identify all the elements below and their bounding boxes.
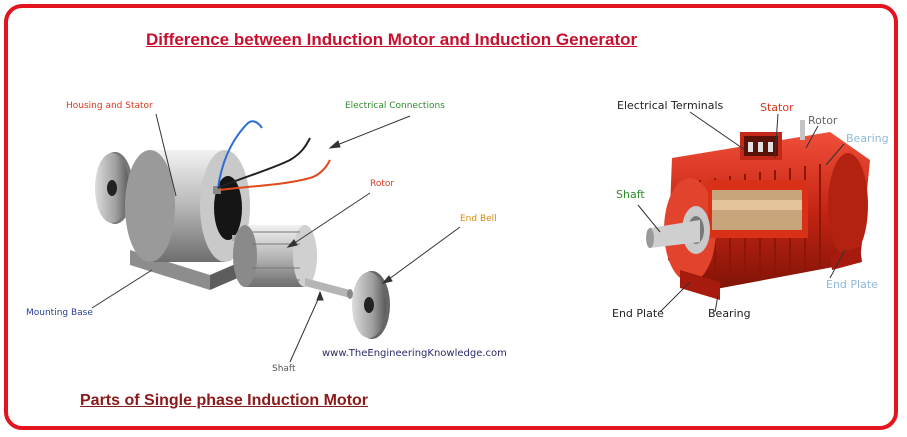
- label-end-plate-right: End Plate: [826, 278, 878, 291]
- page-border: [4, 4, 898, 430]
- label-housing-and-stator: Housing and Stator: [66, 101, 153, 111]
- electrical-connection-wires: [217, 120, 331, 191]
- label-rotor: Rotor: [370, 179, 395, 189]
- left-leader-lines: [91, 113, 461, 363]
- page-title: Difference between Induction Motor and I…: [146, 30, 638, 49]
- right-leader-lines: [637, 111, 846, 313]
- label-bearing-bottom: Bearing: [708, 307, 751, 320]
- label-end-bell: End Bell: [460, 214, 497, 224]
- rotor-part: [232, 225, 317, 287]
- label-bearing-top: Bearing: [846, 132, 889, 145]
- shaft-part: [305, 278, 353, 299]
- housing-and-stator: [125, 150, 250, 262]
- cutaway-motor: [646, 120, 870, 300]
- label-mounting-base: Mounting Base: [26, 308, 93, 318]
- diagram-caption: Parts of Single phase Induction Motor: [80, 392, 369, 409]
- label-stator: Stator: [760, 101, 794, 114]
- right-end-bell: [352, 271, 390, 339]
- label-electrical-terminals: Electrical Terminals: [617, 99, 724, 112]
- website-watermark: www.TheEngineeringKnowledge.com: [322, 348, 507, 359]
- label-electrical-connections: Electrical Connections: [345, 101, 445, 111]
- label-end-plate-bottom: End Plate: [612, 307, 664, 320]
- label-shaft-right: Shaft: [616, 188, 645, 201]
- left-end-bell: [95, 152, 133, 224]
- label-rotor-right: Rotor: [808, 114, 838, 127]
- label-shaft: Shaft: [272, 364, 296, 374]
